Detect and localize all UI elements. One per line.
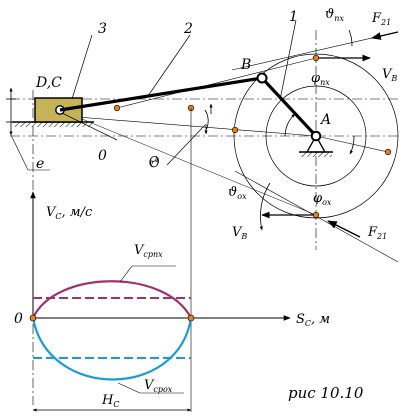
leader-0 xyxy=(61,112,118,141)
label-phi-okh: φох xyxy=(313,191,332,207)
leader-3 xyxy=(71,34,93,100)
phi-pkh-arc xyxy=(284,113,296,137)
slider-ground-hatch xyxy=(14,122,92,127)
origin-marker xyxy=(29,314,37,322)
leader-1 xyxy=(279,19,297,101)
f21-top-arrow xyxy=(371,31,399,40)
label-link-2: 2 xyxy=(183,21,193,37)
leader-2 xyxy=(147,34,191,97)
label-phi-pkh: φпх xyxy=(311,71,330,87)
label-v-avg-forward: Vсрпх xyxy=(134,243,163,259)
label-b: B xyxy=(240,57,251,73)
label-link-3: 3 xyxy=(98,21,107,37)
theta-okh-arc xyxy=(259,182,271,231)
label-link-1: 1 xyxy=(289,9,298,25)
y-axis-label: VC, м/с xyxy=(46,205,93,221)
x-axis-label: SC, м xyxy=(296,312,330,328)
label-a: A xyxy=(319,112,331,128)
leader-theta xyxy=(166,124,206,166)
offset-e-leader xyxy=(10,134,29,171)
velocity-curve-forward xyxy=(32,280,192,319)
f21-bottom-arrow xyxy=(327,220,361,238)
slider-block xyxy=(34,97,83,123)
label-theta: Θ xyxy=(146,153,163,172)
mechanism-markers xyxy=(113,54,392,219)
figure-caption: рис 10.10 xyxy=(288,384,364,402)
joint-a xyxy=(310,130,322,142)
label-e: e xyxy=(36,156,44,172)
label-f21-top: F21 xyxy=(371,11,391,27)
origin-label: 0 xyxy=(14,311,23,327)
joint-b xyxy=(256,72,268,84)
label-o: 0 xyxy=(98,148,107,164)
leader-v-return xyxy=(117,382,141,394)
velocity-curve-return xyxy=(31,317,193,381)
label-vb-bottom: VB xyxy=(232,225,247,241)
force-line-top xyxy=(231,31,399,71)
crank-ground-hatch xyxy=(300,152,332,157)
line-o-to-a xyxy=(39,113,317,137)
phi-okh-arc xyxy=(349,135,355,155)
label-theta-okh: ϑох xyxy=(228,185,247,201)
label-dc: D,C xyxy=(35,75,62,91)
label-v-avg-return: Vсрох xyxy=(144,378,173,394)
line-to-a-right xyxy=(315,135,389,153)
label-theta-pkh: ϑпх xyxy=(325,7,344,23)
crank xyxy=(260,76,318,138)
extreme-position-line-top xyxy=(116,57,317,109)
label-vb-top: VB xyxy=(382,67,397,83)
end-marker xyxy=(187,314,195,322)
label-stroke-hc: HC xyxy=(101,393,119,409)
leader-v-forward xyxy=(119,265,133,283)
label-f21-bottom: F21 xyxy=(367,225,387,241)
theta-angle-arc xyxy=(204,109,209,131)
extreme-position-line-bottom xyxy=(59,109,317,216)
theta-pkh-arc xyxy=(348,29,353,47)
connecting-rod xyxy=(59,76,263,112)
